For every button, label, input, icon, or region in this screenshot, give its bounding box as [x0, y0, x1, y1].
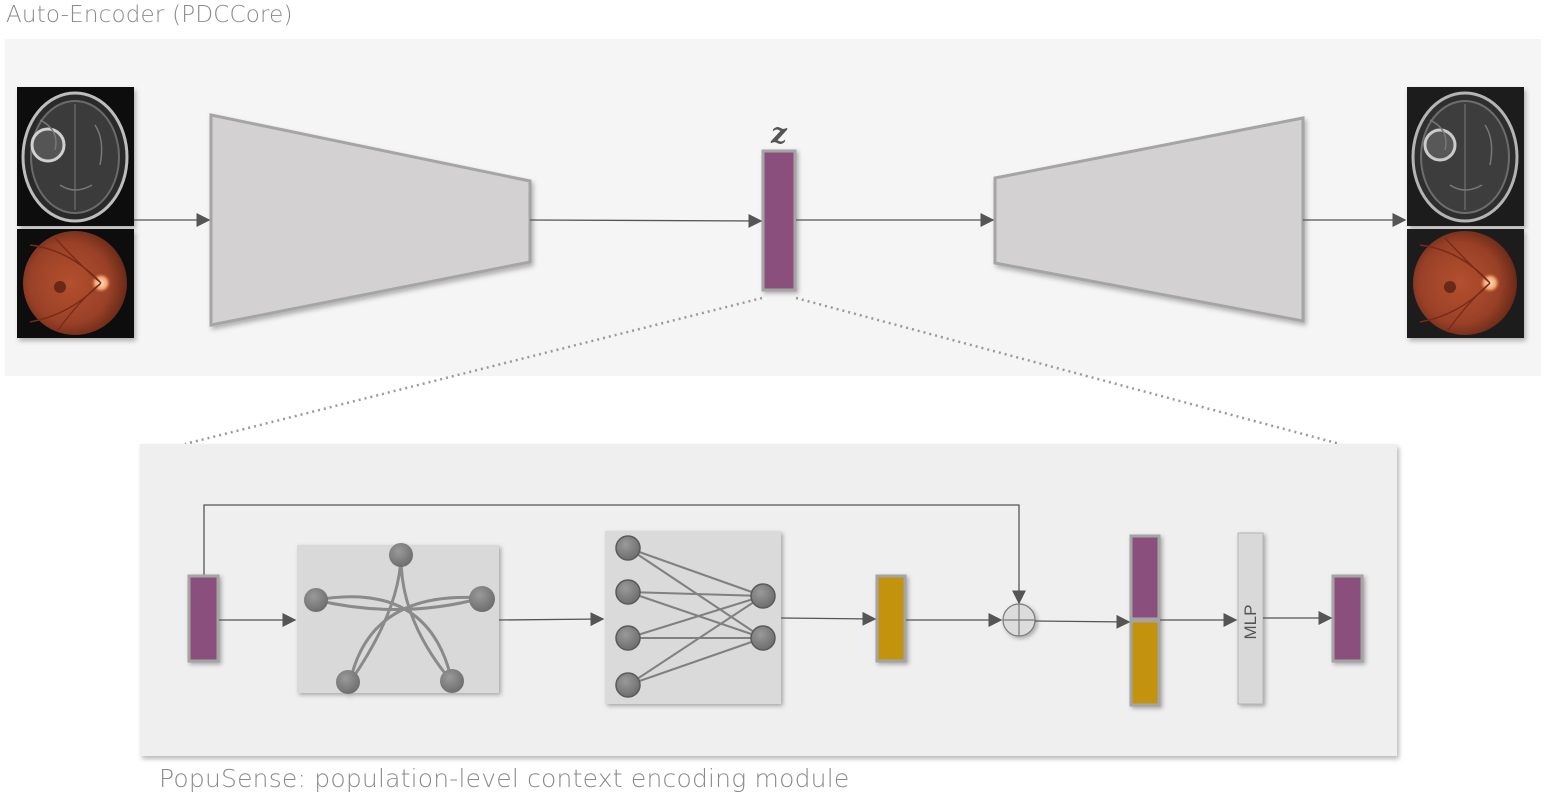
autoencoder-title: Auto-Encoder (PDCCore): [6, 2, 293, 28]
neural-network-image: [605, 531, 781, 704]
sum-operator-icon: [1002, 603, 1036, 637]
popusense-arrows: [219, 611, 1333, 629]
popusense-title: PopuSense: population-level context enco…: [159, 764, 850, 793]
brain-mri-output-image: [1407, 87, 1524, 226]
decoder-trapezoid: [993, 116, 1305, 323]
skip-connection-line: [203, 504, 1026, 605]
encoder-trapezoid: [209, 113, 532, 327]
popusense-input-vector: [187, 574, 220, 663]
mlp-block: [1237, 532, 1264, 705]
retinal-fundus-output-image: [1407, 229, 1524, 338]
latent-z-label: z: [770, 117, 788, 150]
population-graph-image: [297, 543, 499, 694]
gnn-output-vector: [875, 574, 907, 663]
mlp-label: MLP: [1241, 605, 1260, 640]
brain-mri-input-image: [17, 87, 134, 226]
retinal-fundus-input-image: [17, 229, 134, 338]
autoencoder-arrows: [134, 213, 1407, 228]
concatenated-vector: [1129, 534, 1161, 707]
latent-vector-z: [761, 149, 797, 292]
input-images: [17, 87, 134, 338]
output-images: [1407, 87, 1524, 338]
popusense-output-vector: [1331, 574, 1364, 663]
zoom-dotted-lines: [184, 296, 1341, 446]
